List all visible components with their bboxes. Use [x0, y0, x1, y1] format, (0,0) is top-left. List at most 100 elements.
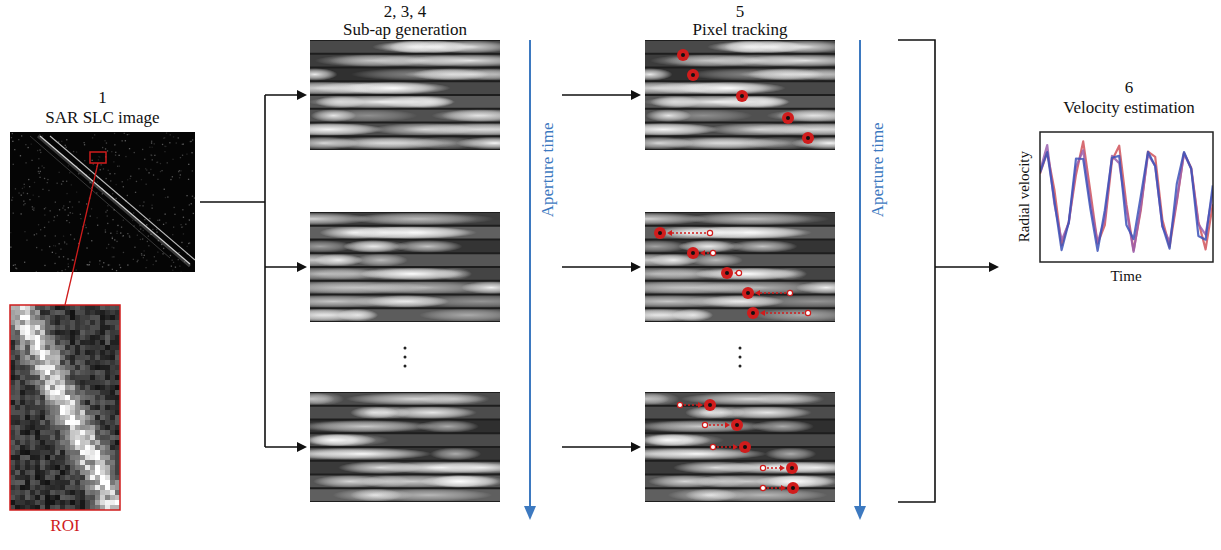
- roi-pixel: [60, 360, 65, 365]
- roi-pixel: [105, 445, 110, 450]
- speckle: [127, 179, 128, 180]
- roi-pixel: [35, 350, 40, 355]
- speckle: [157, 162, 158, 163]
- roi-pixel: [60, 345, 65, 350]
- speckle: [192, 139, 193, 140]
- roi-pixel: [40, 455, 45, 460]
- speckle: [24, 262, 25, 263]
- speckle: [162, 253, 163, 254]
- speckle: [31, 144, 32, 145]
- roi-pixel: [35, 335, 40, 340]
- image-streak: [310, 434, 389, 447]
- image-streak: [716, 41, 806, 54]
- roi-pixel: [15, 365, 20, 370]
- tracked-pixel-center: [681, 53, 685, 57]
- roi-pixel: [25, 330, 30, 335]
- speckle: [151, 155, 152, 156]
- roi-pixel: [60, 330, 65, 335]
- image-streak: [310, 434, 360, 447]
- roi-pixel: [70, 485, 75, 490]
- tracked-pixel-center: [786, 116, 790, 120]
- roi-pixel: [45, 310, 50, 315]
- shift-arrowhead: [781, 485, 786, 491]
- speckle: [186, 154, 187, 155]
- roi-pixel: [100, 500, 105, 505]
- roi-pixel: [100, 315, 105, 320]
- speckle: [86, 247, 87, 248]
- roi-pixel: [45, 330, 50, 335]
- roi-pixel: [85, 425, 90, 430]
- roi-pixel: [60, 390, 65, 395]
- roi-pixel: [15, 335, 20, 340]
- roi-pixel: [35, 495, 40, 500]
- roi-pixel: [90, 470, 95, 475]
- roi-pixel: [95, 395, 100, 400]
- image-streak: [439, 123, 501, 136]
- roi-pixel: [35, 485, 40, 490]
- speckle: [134, 152, 135, 153]
- speckle: [69, 201, 70, 202]
- roi-pixel: [75, 365, 80, 370]
- roi-pixel: [80, 360, 85, 365]
- roi-pixel: [70, 445, 75, 450]
- roi-pixel: [70, 425, 75, 430]
- roi-pixel: [35, 380, 40, 385]
- roi-pixel: [80, 320, 85, 325]
- roi-pixel: [55, 430, 60, 435]
- roi-pixel: [30, 380, 35, 385]
- speckle: [23, 192, 24, 193]
- roi-pixel: [85, 380, 90, 385]
- speckle: [12, 141, 13, 142]
- roi-pixel: [35, 500, 40, 505]
- roi-pixel: [90, 485, 95, 490]
- roi-pixel: [20, 405, 25, 410]
- roi-pixel: [90, 465, 95, 470]
- roi-pixel: [75, 310, 80, 315]
- speckle: [180, 224, 181, 225]
- speckle: [84, 144, 85, 145]
- speckle: [191, 152, 192, 153]
- roi-pixel: [25, 460, 30, 465]
- speckle: [98, 156, 99, 157]
- roi-pixel: [30, 455, 35, 460]
- roi-pixel: [45, 390, 50, 395]
- image-streak: [645, 96, 791, 109]
- image-streak: [310, 420, 426, 433]
- speckle: [154, 143, 155, 144]
- speckle: [16, 268, 17, 269]
- roi-pixel: [45, 360, 50, 365]
- roi-pixel: [65, 410, 70, 415]
- roi-pixel: [60, 350, 65, 355]
- roi-pixel: [50, 465, 55, 470]
- roi-pixel: [25, 350, 30, 355]
- roi-pixel: [85, 370, 90, 375]
- arrowhead: [631, 90, 641, 100]
- speckle: [116, 241, 117, 242]
- speckle: [55, 202, 56, 203]
- roi-pixel: [35, 490, 40, 495]
- roi-pixel: [90, 400, 95, 405]
- roi-pixel: [90, 390, 95, 395]
- shift-arrow: [757, 292, 790, 293]
- roi-pixel: [45, 420, 50, 425]
- speckle: [163, 248, 164, 249]
- roi-pixel: [30, 330, 35, 335]
- speckle: [111, 151, 112, 152]
- roi-pixel: [70, 385, 75, 390]
- image-streak: [381, 41, 471, 54]
- speckle: [157, 179, 158, 180]
- roi-pixel: [65, 400, 70, 405]
- speckle: [152, 147, 153, 148]
- roi-pixel: [30, 475, 35, 480]
- roi-pixel: [80, 420, 85, 425]
- roi-pixel: [65, 365, 70, 370]
- roi-pixel: [95, 355, 100, 360]
- roi-pixel: [75, 450, 80, 455]
- roi-pixel: [85, 415, 90, 420]
- image-band: [310, 254, 500, 266]
- speckle: [99, 264, 100, 265]
- roi-pixel: [45, 400, 50, 405]
- speckle: [115, 155, 116, 156]
- speckle: [53, 220, 54, 221]
